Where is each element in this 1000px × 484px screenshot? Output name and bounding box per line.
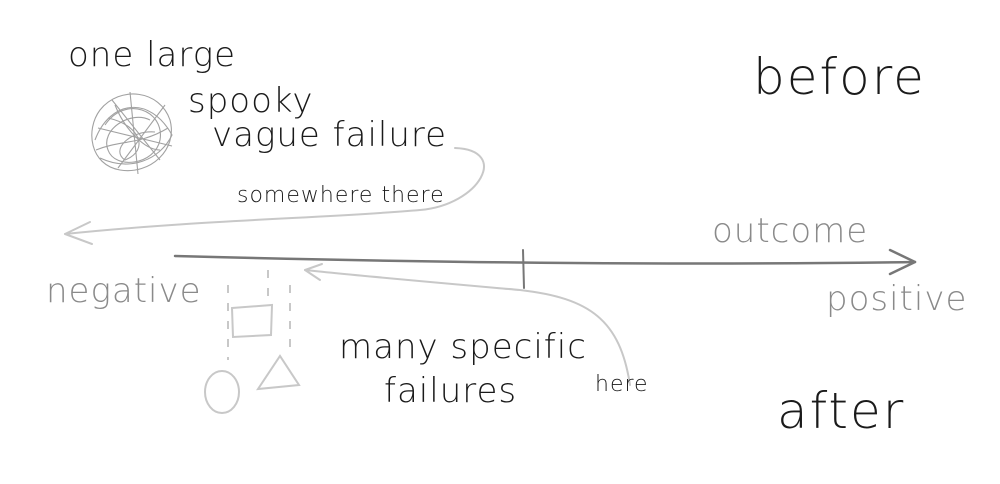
specific-failure-shapes xyxy=(204,303,301,414)
negative-label: negative xyxy=(46,271,202,311)
vague-failure-arrow xyxy=(64,147,485,245)
positive-label: positive xyxy=(826,279,968,319)
scribble-ball xyxy=(91,91,173,175)
many-specific-label: many specific xyxy=(339,327,587,367)
specific-failures-arrow xyxy=(304,263,631,386)
somewhere-there-label: somewhere there xyxy=(237,183,445,208)
failures-label: failures xyxy=(384,371,518,411)
outcome-label: outcome xyxy=(712,211,869,251)
after-label: after xyxy=(777,382,906,440)
outcome-axis xyxy=(173,248,917,289)
spooky-label: spooky xyxy=(188,81,314,121)
vague-failure-label: vague failure xyxy=(212,115,448,155)
here-label: here xyxy=(595,372,649,397)
before-label: before xyxy=(753,48,926,106)
one-large-label: one large xyxy=(68,35,237,75)
mobile-strings xyxy=(227,270,291,360)
